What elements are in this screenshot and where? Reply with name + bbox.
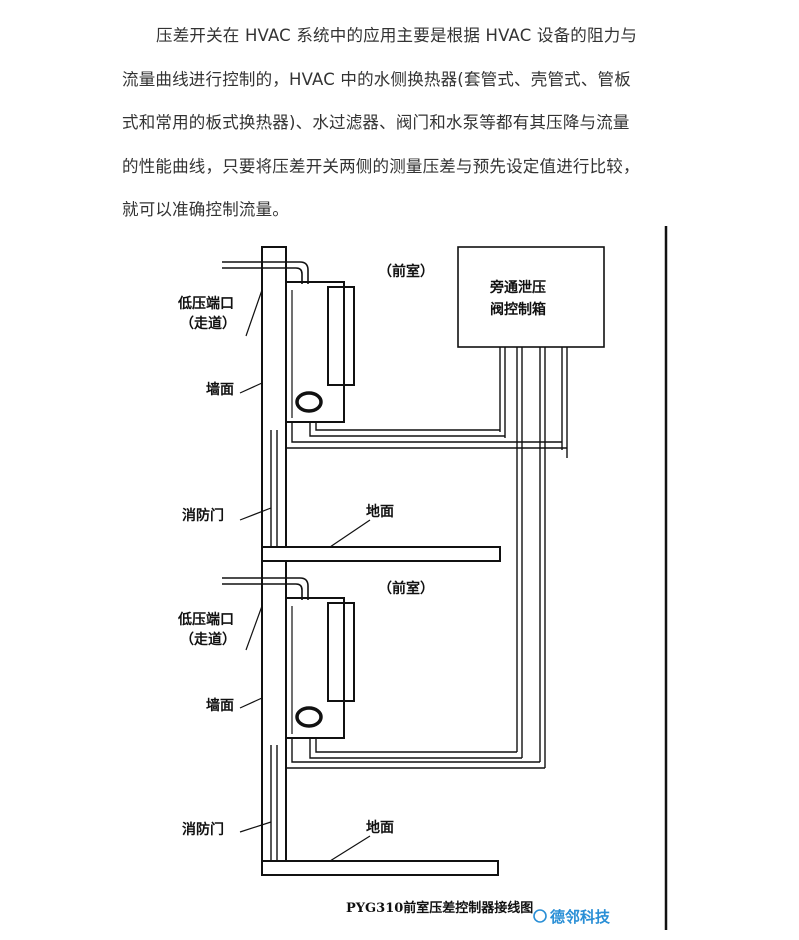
lower-floor-label: 地面 (366, 819, 394, 836)
control-box (457, 246, 605, 348)
watermark-text: 德邻科技 (550, 908, 611, 926)
upper-floor-assembly (222, 246, 567, 562)
upper-floor-label: 地面 (366, 503, 394, 520)
lower-fire-door-label: 消防门 (182, 821, 224, 838)
figure-caption: PYG310前室压差控制器接线图 (346, 900, 533, 916)
control-wires (499, 347, 568, 768)
upper-corridor-label: （走道） (180, 315, 236, 332)
watermark: 德邻科技 (533, 908, 611, 926)
control-box-label-line2: 阀控制箱 (490, 301, 546, 318)
lower-wall-label: 墙面 (206, 697, 234, 714)
upper-low-port-label: 低压端口 (177, 295, 234, 312)
lower-floor-assembly (222, 560, 545, 876)
watermark-icon (533, 909, 547, 923)
article-paragraph: 压差开关在 HVAC 系统中的应用主要是根据 HVAC 设备的阻力与 流量曲线进… (122, 14, 692, 232)
paragraph-line-2: 流量曲线进行控制的，HVAC 中的水侧换热器(套管式、壳管式、管板 (122, 69, 631, 89)
upper-fire-door-label: 消防门 (182, 507, 224, 524)
paragraph-line-4: 的性能曲线，只要将压差开关两侧的测量压差与预先设定值进行比较， (122, 156, 640, 176)
paragraph-line-1: 压差开关在 HVAC 系统中的应用主要是根据 HVAC 设备的阻力与 (156, 26, 638, 45)
paragraph-line-5: 就可以准确控制流量。 (122, 200, 289, 219)
upper-anteroom-label: （前室） (378, 263, 434, 280)
paragraph-line-3: 式和常用的板式换热器)、水过滤器、阀门和水泵等都有其压降与流量 (122, 113, 630, 132)
upper-wall-label: 墙面 (206, 381, 234, 398)
lower-low-port-label: 低压端口 (177, 611, 234, 628)
control-box-label-line1: 旁通泄压 (489, 279, 546, 296)
lower-corridor-label: （走道） (180, 631, 236, 648)
lower-anteroom-label: （前室） (378, 580, 434, 597)
